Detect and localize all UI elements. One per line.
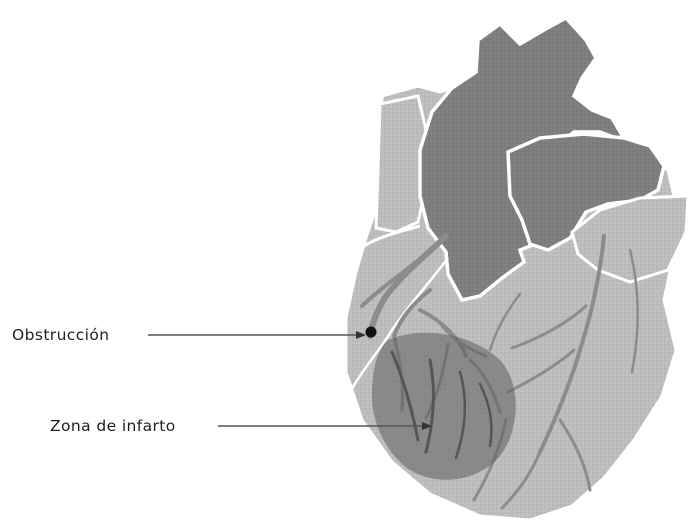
obstruction-dot: [366, 327, 377, 338]
infarct-zone-label: Zona de infarto: [50, 417, 176, 435]
obstruction-label: Obstrucción: [12, 326, 109, 344]
